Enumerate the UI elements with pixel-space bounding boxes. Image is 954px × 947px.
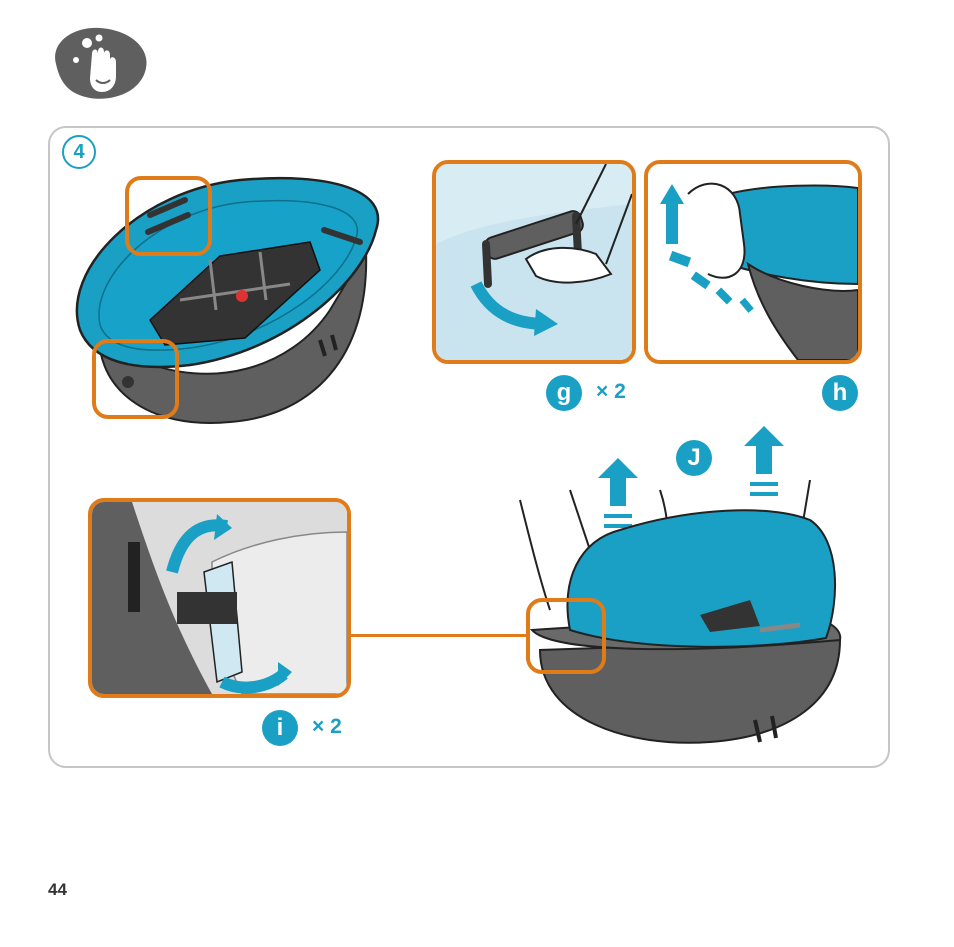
panel-i-illustration — [92, 502, 347, 694]
panel-h-illustration — [648, 164, 858, 360]
step-badge-h: h — [822, 375, 858, 411]
panel-i — [88, 498, 351, 698]
connector-line — [351, 634, 529, 637]
page-number: 44 — [48, 880, 67, 900]
step-badge-i: i — [262, 710, 298, 746]
handle-highlight — [125, 176, 212, 256]
panel-g — [432, 160, 636, 364]
cover-clip-highlight — [526, 598, 606, 674]
panel-g-illustration — [436, 164, 632, 360]
side-highlight — [92, 339, 179, 419]
panel-h — [644, 160, 862, 364]
step-badge-j: J — [676, 440, 712, 476]
multiplier-i: × 2 — [312, 715, 342, 739]
wash-hands-icon — [46, 24, 152, 104]
step-badge-g: g — [546, 375, 582, 411]
multiplier-g: × 2 — [596, 380, 626, 404]
